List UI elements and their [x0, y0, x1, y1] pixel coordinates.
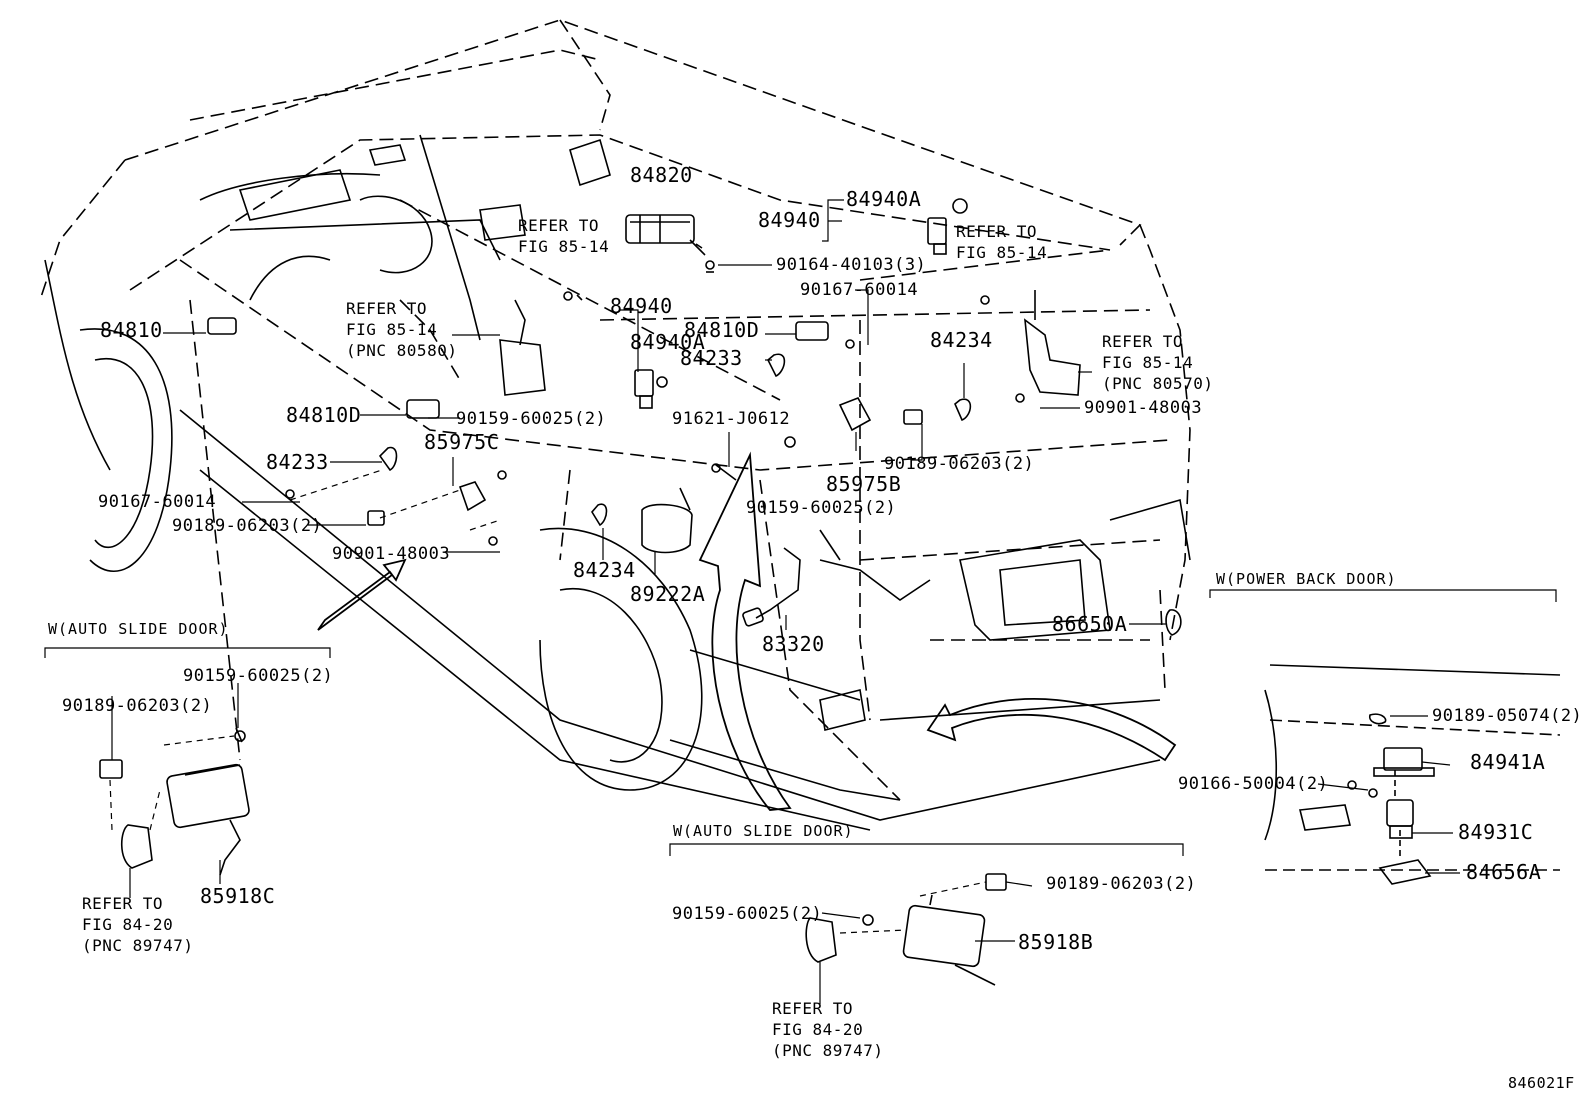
part-label-90189-06203-left: 90189-06203(2): [172, 516, 323, 536]
part-label-90901-48003-left: 90901-48003: [332, 544, 451, 564]
part-label-84234-right: 84234: [930, 328, 993, 352]
section-auto-slide-door-left: W(AUTO SLIDE DOOR): [48, 620, 229, 638]
part-label-83320: 83320: [762, 632, 825, 656]
part-label-90901-48003-right: 90901-48003: [1084, 398, 1203, 418]
vehicle-body-outline: [39, 19, 1191, 801]
part-label-84941A: 84941A: [1470, 750, 1546, 774]
part-label-90164-40103: 90164-40103(3): [776, 255, 927, 275]
part-label-84810: 84810: [100, 318, 163, 342]
part-label-90189-05074: 90189-05074(2): [1432, 706, 1583, 726]
part-label-84940-top: 84940: [758, 208, 821, 232]
part-label-85975C: 85975C: [424, 430, 500, 454]
part-label-89222A: 89222A: [630, 582, 706, 606]
part-label-85975B: 85975B: [826, 472, 902, 496]
part-label-86650A: 86650A: [1052, 612, 1128, 636]
part-label-90189-06203-mid: 90189-06203(2): [884, 454, 1035, 474]
part-label-84931C: 84931C: [1458, 820, 1534, 844]
part-label-90159-60025-inset-left: 90159-60025(2): [183, 666, 334, 686]
part-label-84820: 84820: [630, 163, 693, 187]
section-auto-slide-door-center: W(AUTO SLIDE DOOR): [673, 822, 854, 840]
part-label-84234-bottom: 84234: [573, 558, 636, 582]
part-label-90167-60014-left: 90167-60014: [98, 492, 217, 512]
dashed-connectors: [109, 469, 987, 934]
part-label-84233-mid: 84233: [680, 346, 743, 370]
part-label-84810D-left: 84810D: [286, 403, 362, 427]
section-power-back-door: W(POWER BACK DOOR): [1216, 570, 1397, 588]
figure-id: 846021F: [1508, 1074, 1575, 1092]
part-label-85918B: 85918B: [1018, 930, 1094, 954]
part-label-90189-06203-inset-center: 90189-06203(2): [1046, 874, 1197, 894]
component-sketches: [99, 198, 1561, 986]
part-label-84940A-top: 84940A: [846, 187, 922, 211]
part-label-90166-50004: 90166-50004(2): [1178, 774, 1329, 794]
leader-lines: [44, 199, 1557, 1004]
part-label-90159-60025-b: 90159-60025(2): [746, 498, 897, 518]
part-label-90189-06203-inset-left: 90189-06203(2): [62, 696, 213, 716]
part-label-84233-left: 84233: [266, 450, 329, 474]
vehicle-interior-details: [44, 134, 1191, 831]
part-label-91621-J0612: 91621-J0612: [672, 409, 791, 429]
part-label-85918C: 85918C: [200, 884, 276, 908]
part-label-84940-mid: 84940: [610, 294, 673, 318]
fasteners: [285, 260, 1357, 790]
part-label-90159-60025-a: 90159-60025(2): [456, 409, 607, 429]
part-label-84810D-mid: 84810D: [684, 318, 760, 342]
part-label-90167-60014-top: 90167-60014: [800, 280, 919, 300]
direction-arrows: [317, 451, 1177, 811]
part-label-84940A-mid: 84940A: [630, 330, 706, 354]
part-label-90159-60025-inset-center: 90159-60025(2): [672, 904, 823, 924]
part-label-84656A: 84656A: [1466, 860, 1542, 884]
